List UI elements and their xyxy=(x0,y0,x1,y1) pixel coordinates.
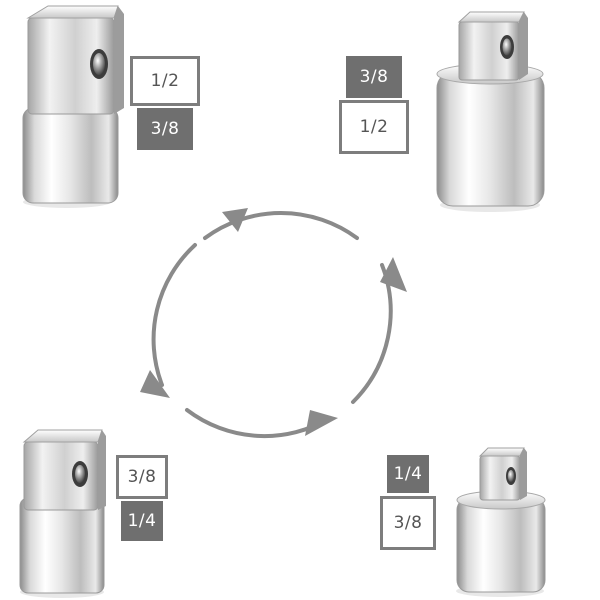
adapter-bottom-right-image xyxy=(456,447,546,597)
adapter-bottom-left-image xyxy=(19,429,106,598)
size-label-top-left-upper: 1/2 xyxy=(130,56,200,106)
cycle-arrows xyxy=(151,210,393,439)
size-label-bottom-right-lower: 3/8 xyxy=(380,496,436,550)
arrowheads xyxy=(140,208,407,436)
size-label-top-left-lower: 3/8 xyxy=(137,108,193,150)
arc-left xyxy=(151,243,197,387)
adapter-top-right-image xyxy=(436,11,545,212)
adapter-top-left-image xyxy=(22,5,124,208)
arc-right xyxy=(351,263,393,404)
size-label-bottom-left-upper: 3/8 xyxy=(116,455,168,499)
size-label-top-right-lower: 1/2 xyxy=(339,100,409,154)
arc-top xyxy=(203,210,359,240)
size-label-bottom-right-upper: 1/4 xyxy=(387,455,429,493)
size-label-top-right-upper: 3/8 xyxy=(346,56,402,98)
arrowhead-left-icon xyxy=(140,370,170,398)
arrowhead-right-icon xyxy=(380,257,407,292)
size-label-bottom-left-lower: 1/4 xyxy=(121,501,163,541)
arrowhead-top-icon xyxy=(222,208,248,232)
arrowhead-bottom-icon xyxy=(305,410,338,436)
